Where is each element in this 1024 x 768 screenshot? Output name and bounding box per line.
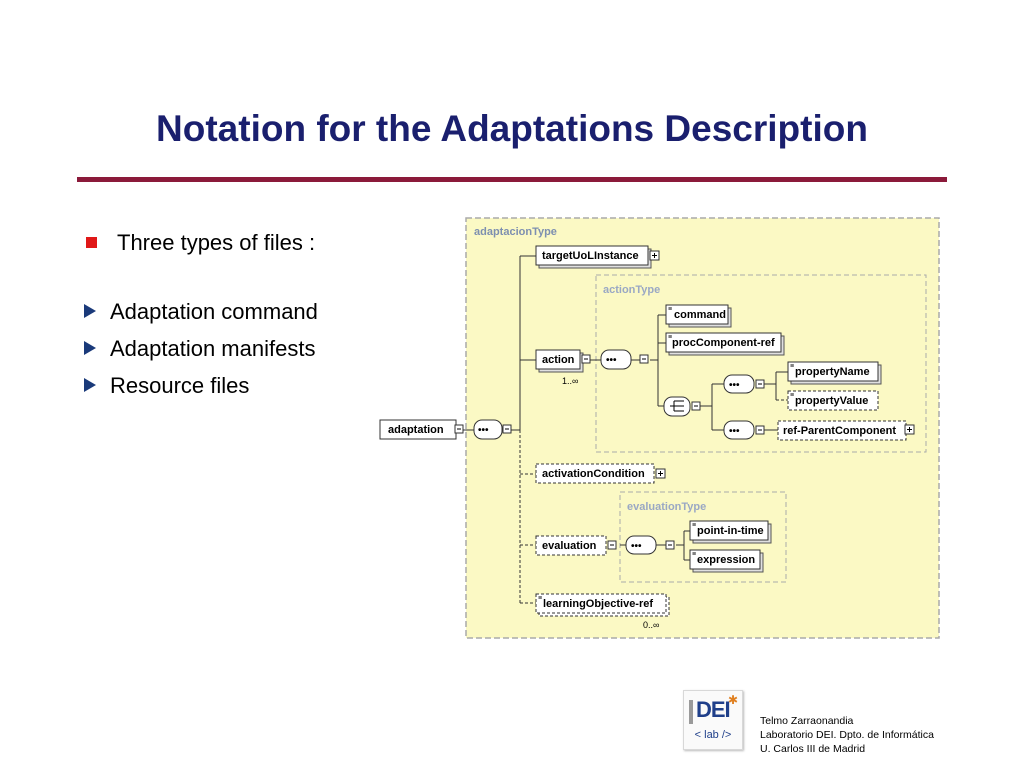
main-bullet-text: Three types of files : (117, 230, 316, 255)
evaluation-element (535, 535, 607, 556)
target-uol-instance-element (535, 245, 649, 266)
expression-label: expression (697, 554, 755, 566)
proc-component-ref-element (665, 332, 782, 353)
simple-type-icon: ≡ (692, 522, 696, 529)
proc-component-ref-label: procComponent-ref (672, 337, 775, 349)
evaluation-sequence-compositor (625, 535, 657, 555)
simple-type-icon: ≡ (790, 392, 794, 399)
sub-bullet-manifests: Adaptation manifests (84, 336, 315, 362)
simple-type-icon: ≡ (692, 551, 696, 558)
adaptation-label: adaptation (388, 424, 444, 436)
point-in-time-label: point-in-time (697, 525, 764, 537)
learning-objective-ref-element (535, 593, 667, 614)
learning-objective-multiplicity: 0..∞ (643, 620, 659, 630)
property-name-element (787, 361, 879, 382)
slide-title: Notation for the Adaptations Description (156, 108, 868, 149)
point-in-time-element (689, 520, 769, 541)
svg-text:•••: ••• (729, 380, 740, 391)
evaluation-type-label: evaluationType (627, 501, 706, 513)
ref-parent-component-label: ref-ParentComponent (783, 425, 896, 437)
command-element (665, 304, 729, 325)
sub-bullet-resources: Resource files (84, 373, 249, 399)
title-divider (77, 177, 947, 182)
action-sequence-compositor (600, 349, 632, 370)
triangle-bullet-icon (84, 304, 96, 319)
square-bullet-icon (86, 236, 97, 248)
sub-bullet-text: Adaptation manifests (110, 336, 316, 361)
property-value-element (787, 390, 879, 411)
dei-lab-logo: DEI ✱ < lab /> (683, 690, 743, 750)
svg-text:•••: ••• (729, 426, 740, 437)
triangle-bullet-icon (84, 378, 96, 393)
property-value-label: propertyValue (795, 395, 868, 407)
root-sequence-compositor (473, 419, 503, 440)
simple-type-icon: ≡ (668, 334, 672, 341)
optional-connectors (519, 399, 788, 604)
credits-university: U. Carlos III de Madrid (760, 743, 866, 755)
expression-element (689, 549, 761, 570)
action-multiplicity: 1..∞ (562, 376, 578, 386)
learning-objective-ref-label: learningObjective-ref (543, 598, 653, 610)
diagram-connectors (462, 255, 788, 561)
action-element (535, 349, 581, 370)
activation-condition-label: activationCondition (542, 468, 645, 480)
property-sequence-compositor (723, 374, 755, 394)
adaptacion-type-label: adaptacionType (474, 226, 557, 238)
action-label: action (542, 354, 575, 366)
simple-type-icon: ≡ (668, 306, 672, 313)
logo-subtext: < lab /> (694, 729, 732, 741)
credits-author: Telmo Zarraonandia (760, 715, 854, 727)
sub-bullet-text: Resource files (110, 373, 250, 398)
simple-type-icon: ≡ (790, 363, 794, 370)
spark-icon: ✱ (728, 693, 739, 707)
property-name-label: propertyName (795, 366, 870, 378)
command-label: command (674, 309, 726, 321)
simple-type-icon: ≡ (538, 595, 542, 602)
action-type-label: actionType (603, 284, 660, 296)
sub-bullet-text: Adaptation command (110, 299, 318, 324)
svg-text:•••: ••• (631, 541, 642, 552)
sub-bullet-command: Adaptation command (84, 299, 318, 325)
logo-text: DEI (696, 697, 731, 722)
svg-text:•••: ••• (606, 355, 617, 366)
target-uol-instance-label: targetUoLInstance (542, 250, 639, 262)
triangle-bullet-icon (84, 341, 96, 356)
credits-lab: Laboratorio DEI. Dpto. de Informática (760, 729, 934, 741)
activation-condition-element (535, 463, 655, 484)
svg-text:•••: ••• (478, 425, 489, 436)
evaluation-label: evaluation (542, 540, 597, 552)
parent-sequence-compositor (723, 420, 755, 440)
credits-block: Telmo Zarraonandia Laboratorio DEI. Dpto… (760, 714, 934, 756)
main-bullet: Three types of files : (86, 230, 315, 256)
